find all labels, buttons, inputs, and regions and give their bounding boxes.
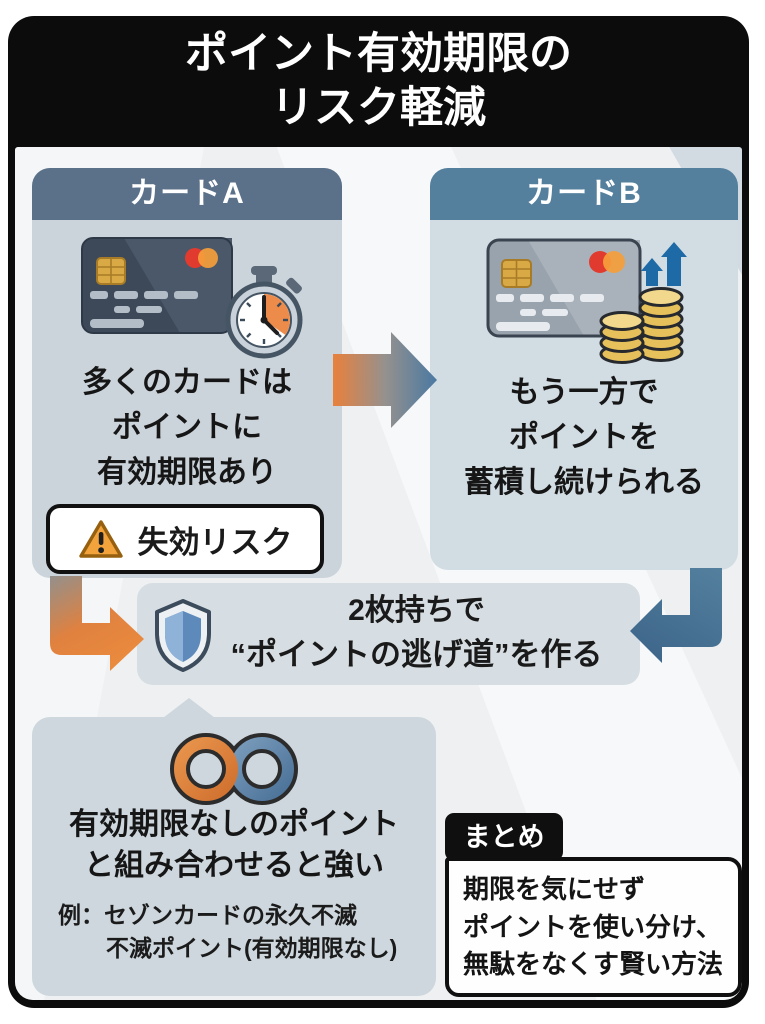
card-a-text: 多くのカードは ポイントに 有効期限あり: [32, 360, 342, 495]
combo-line-2: と組み合わせると強い: [84, 848, 384, 882]
card-a-line-3: 有効期限あり: [97, 456, 277, 489]
summary-box: 期限を気にせず ポイントを使い分け、 無駄をなくす賢い方法: [445, 857, 742, 997]
strategy-box: 2枚持ちで “ポイントの逃げ道”を作る: [137, 583, 640, 685]
infinity-icon: [170, 733, 298, 805]
title-line-2: リスク軽減: [271, 83, 486, 132]
card-a-line-2: ポイントに: [112, 411, 262, 444]
card-a-header: カードA: [32, 168, 342, 220]
summary-tab: まとめ: [445, 813, 563, 861]
card-b-line-1: もう一方で: [509, 376, 659, 409]
elbow-arrow-orange-icon: [50, 576, 144, 671]
combo-text: 有効期限なしのポイント と組み合わせると強い: [32, 805, 436, 886]
combo-pointer-triangle: [163, 698, 215, 718]
warning-triangle-icon: [78, 520, 123, 558]
card-b-line-2: ポイントを: [509, 421, 659, 454]
summary-line-2: ポイントを使い分け、: [463, 911, 722, 942]
title-line-1: ポイント有効期限の: [185, 30, 572, 78]
summary-text: 期限を気にせず ポイントを使い分け、 無駄をなくす賢い方法: [449, 861, 738, 984]
strategy-text: 2枚持ちで “ポイントの逃げ道”を作る: [201, 590, 632, 677]
credit-card-coins-icon: [486, 238, 687, 364]
credit-card-stopwatch-icon: [81, 237, 303, 359]
card-b-line-3: 蓄積し続けられる: [464, 466, 704, 499]
card-b-panel: カードB: [430, 168, 738, 570]
shield-icon: [155, 599, 211, 672]
card-b-header: カードB: [430, 168, 738, 220]
card-a-panel: カードA: [32, 168, 342, 578]
expiry-risk-badge: 失効リスク: [46, 504, 324, 574]
combo-box: 有効期限なしのポイント と組み合わせると強い 例：セゾンカードの永久不滅 不滅ポ…: [32, 717, 436, 996]
strategy-line-2: “ポイントの逃げ道”を作る: [230, 636, 603, 672]
combo-example-line-1: 例：セゾンカードの永久不滅: [58, 902, 357, 928]
combo-line-1: 有効期限なしのポイント: [69, 808, 399, 841]
summary-line-1: 期限を気にせず: [463, 874, 646, 904]
elbow-arrow-blue-icon: [630, 568, 722, 663]
arrow-a-to-b-icon: [333, 332, 437, 428]
combo-example-text: 例：セゾンカードの永久不滅 不滅ポイント(有効期限なし): [58, 899, 397, 966]
strategy-line-1: 2枚持ちで: [348, 594, 485, 627]
risk-badge-label: 失効リスク: [137, 524, 293, 560]
content-area: カードA: [15, 147, 742, 1000]
card-a-line-1: 多くのカードは: [82, 366, 292, 399]
summary-line-3: 無駄をなくす賢い方法: [463, 949, 724, 980]
combo-example-line-2: 不滅ポイント(有効期限なし): [106, 935, 398, 962]
page-title: ポイント有効期限の リスク軽減: [8, 16, 749, 136]
card-b-text: もう一方で ポイントを 蓄積し続けられる: [430, 370, 738, 505]
